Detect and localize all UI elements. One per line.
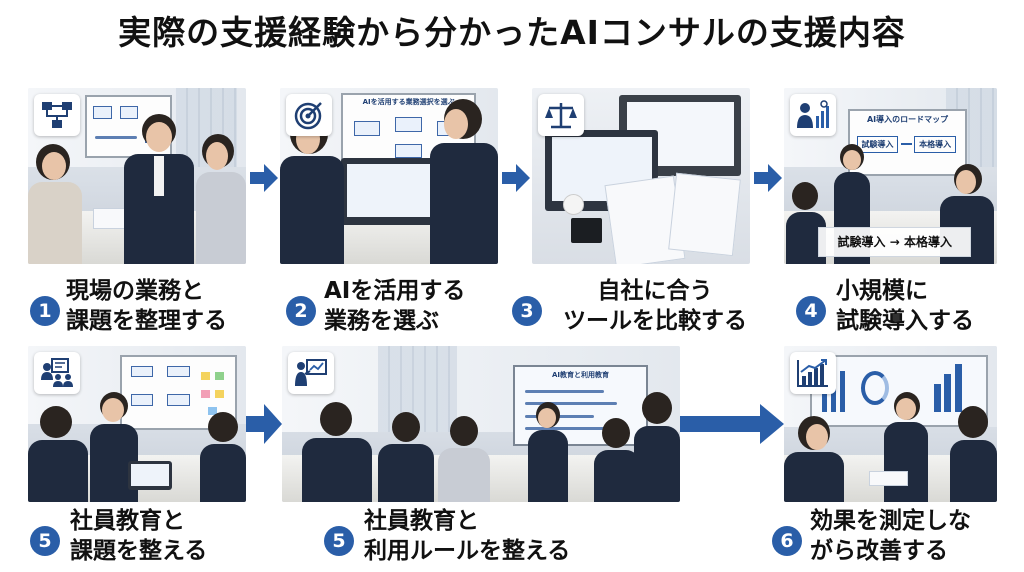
step-caption-2: AIを活用する 業務を選ぶ: [324, 278, 466, 334]
step-number-6: 6: [772, 526, 802, 556]
scale-icon: [538, 94, 584, 136]
photo-step-5b: AI教育と利用教育: [282, 346, 680, 502]
step-caption-5b: 社員教育と 利用ルールを整える: [364, 508, 571, 564]
step-caption-5a: 社員教育と 課題を整える: [70, 508, 208, 564]
roadmap-box-full: 本格導入: [914, 136, 956, 153]
step-number-2: 2: [286, 296, 316, 326]
flowchart-icon: [34, 94, 80, 136]
arrow-1-2: [250, 164, 278, 192]
step-number-5b: 5: [324, 526, 354, 556]
target-icon: [286, 94, 332, 136]
step-caption-6: 効果を測定しな がら改善する: [810, 508, 971, 564]
arrow-5b-6: [680, 404, 784, 444]
roadmap-title: AI導入のロードマップ: [866, 114, 949, 124]
arrow-2-3: [502, 164, 530, 192]
step-caption-4: 小規模に 試験導入する: [836, 278, 974, 334]
step-number-5a: 5: [30, 526, 60, 556]
arrow-5a-5b: [246, 404, 282, 444]
photo-step-2: AIを活用する業務選択を選ぶ: [280, 88, 498, 264]
training-screen-title: AI教育と利用教育: [551, 370, 609, 379]
photo-step-4: AI導入のロードマップ 試験導入 本格導入 試験導入 → 本格導入: [784, 88, 997, 264]
photo-step-5a: [28, 346, 246, 502]
photo-step-1: [28, 88, 246, 264]
step-caption-1: 現場の業務と 課題を整理する: [66, 278, 227, 334]
presentation-icon: [288, 352, 334, 394]
arrow-3-4: [754, 164, 782, 192]
photo-step-3: [532, 88, 750, 264]
board-label: AIを活用する業務選択を選ぶ: [362, 98, 455, 107]
presenter-chart-icon: [790, 94, 836, 136]
page-title: 実際の支援経験から分かったAIコンサルの支援内容: [118, 13, 906, 52]
step-number-1: 1: [30, 296, 60, 326]
step-number-3: 3: [512, 296, 542, 326]
growth-chart-icon: [790, 352, 836, 394]
photo-step-6: [784, 346, 997, 502]
step-caption-3: 自社に合う ツールを比較する: [563, 278, 747, 334]
step-number-4: 4: [796, 296, 826, 326]
trial-to-full-caption: 試験導入 → 本格導入: [818, 227, 972, 257]
training-icon: [34, 352, 80, 394]
